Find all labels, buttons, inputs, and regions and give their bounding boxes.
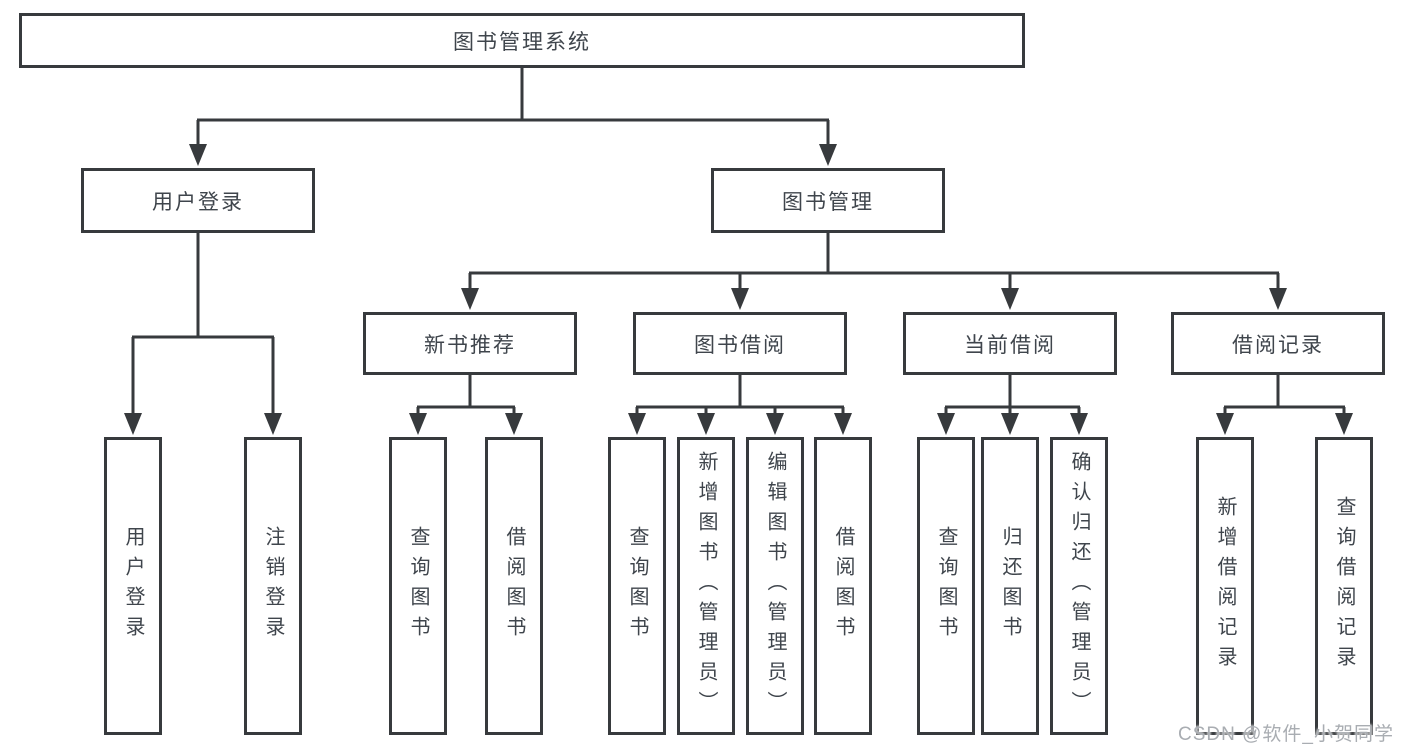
leaf-return-books-label: 归还图书 [999, 526, 1021, 646]
node-borrow-records: 借阅记录 [1171, 312, 1385, 375]
leaf-logout-label: 注销登录 [262, 526, 284, 646]
leaf-add-books-admin-label: 新增图书（管理员） [695, 451, 717, 721]
node-book-mgmt-label: 图书管理 [782, 190, 874, 214]
node-borrow-records-label: 借阅记录 [1232, 333, 1324, 357]
node-user-login: 用户登录 [81, 168, 315, 233]
leaf-confirm-return-admin-label: 确认归还（管理员） [1068, 451, 1090, 721]
leaf-current-query-books-label: 查询图书 [935, 526, 957, 646]
leaf-user-login: 用户登录 [104, 437, 162, 735]
leaf-current-query-books: 查询图书 [917, 437, 975, 735]
watermark: CSDN @软件_小贺同学 [1178, 724, 1394, 745]
leaf-query-borrow-record-label: 查询借阅记录 [1333, 496, 1355, 676]
leaf-borrow-books-label: 借阅图书 [832, 526, 854, 646]
leaf-add-borrow-record-label: 新增借阅记录 [1214, 496, 1236, 676]
node-new-book-rec-label: 新书推荐 [424, 333, 516, 357]
leaf-query-borrow-record: 查询借阅记录 [1315, 437, 1373, 735]
leaf-return-books: 归还图书 [981, 437, 1039, 735]
leaf-rec-borrow-books-label: 借阅图书 [503, 526, 525, 646]
leaf-borrow-query-books-label: 查询图书 [626, 526, 648, 646]
leaf-add-books-admin: 新增图书（管理员） [677, 437, 735, 735]
leaf-logout: 注销登录 [244, 437, 302, 735]
leaf-add-borrow-record: 新增借阅记录 [1196, 437, 1254, 735]
leaf-borrow-books: 借阅图书 [814, 437, 872, 735]
leaf-rec-borrow-books: 借阅图书 [485, 437, 543, 735]
node-current-borrow-label: 当前借阅 [964, 333, 1056, 357]
leaf-confirm-return-admin: 确认归还（管理员） [1050, 437, 1108, 735]
leaf-edit-books-admin: 编辑图书（管理员） [746, 437, 804, 735]
leaf-rec-query-books: 查询图书 [389, 437, 447, 735]
node-book-mgmt: 图书管理 [711, 168, 945, 233]
leaf-rec-query-books-label: 查询图书 [407, 526, 429, 646]
node-root-label: 图书管理系统 [453, 30, 591, 54]
arrowheads [124, 144, 1353, 435]
node-current-borrow: 当前借阅 [903, 312, 1117, 375]
node-book-borrow: 图书借阅 [633, 312, 847, 375]
leaf-edit-books-admin-label: 编辑图书（管理员） [764, 451, 786, 721]
node-book-borrow-label: 图书借阅 [694, 333, 786, 357]
leaf-user-login-label: 用户登录 [122, 526, 144, 646]
node-root: 图书管理系统 [19, 13, 1025, 68]
node-user-login-label: 用户登录 [152, 190, 244, 214]
leaf-borrow-query-books: 查询图书 [608, 437, 666, 735]
node-new-book-rec: 新书推荐 [363, 312, 577, 375]
